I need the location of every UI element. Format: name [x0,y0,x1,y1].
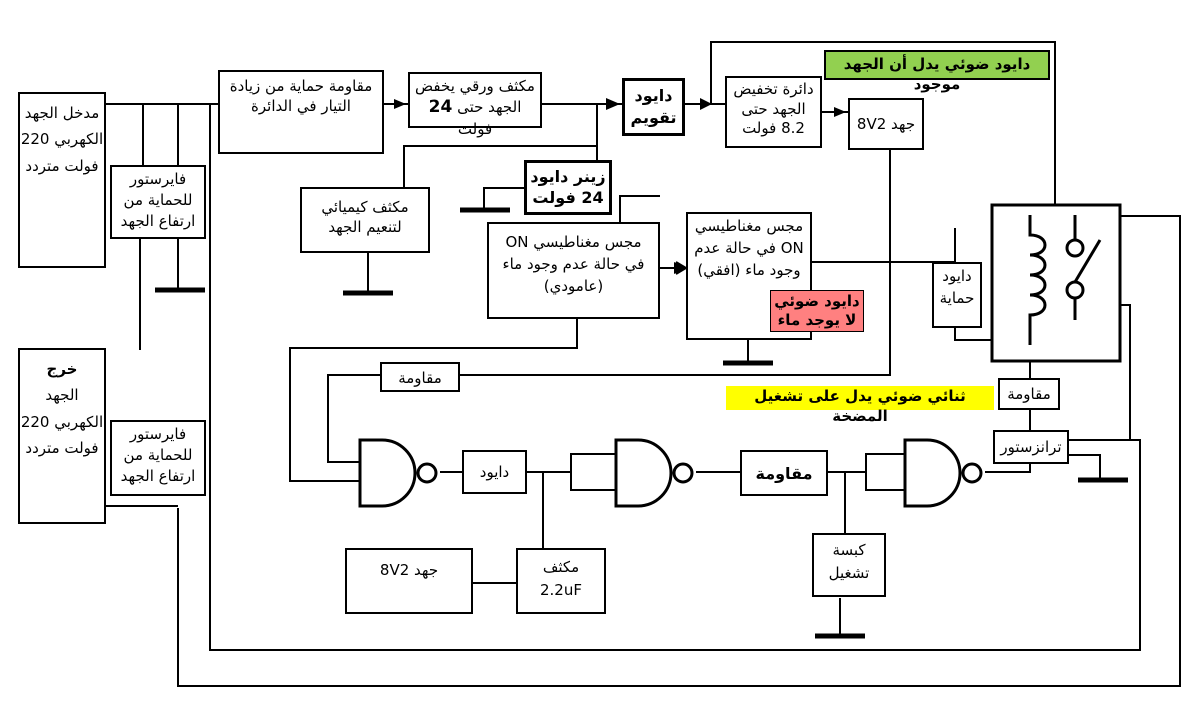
voltage-8v2-top-label: جهد 8V2 [856,115,916,133]
wire-transistor-ground [1068,454,1101,480]
input-supply-block: مدخل الجهد الكهربي 220 فولت متردد [18,92,106,268]
relay-contact-bottom-icon [1065,280,1085,300]
wire-8v2-down [445,150,891,376]
output-supply-label: الجهد الكهربي 220 فولت متردد [20,386,104,457]
sensor-horizontal-label: مجس مغناطيسي ON في حالة عدم وجود ماء (اف… [694,217,804,279]
wire-nand3-b [865,472,905,491]
zener-diode-block: زينر دايود 24 فولت [524,160,612,215]
arrow-4 [834,107,846,117]
sensor-vertical-block: مجس مغناطيسي ON في حالة عدم وجود ماء (عا… [487,222,660,319]
step-down-l1: دائرة تخفيض [733,80,814,98]
rectifier-diode-l2: تقويم [630,107,677,127]
protect-diode-block: دايود حماية [932,262,982,328]
arrow-1 [394,99,406,109]
pump-led-tag: ثنائي ضوئي يدل على تشغيل المضخة [726,386,994,425]
wire-nand3-transistor [985,460,1031,473]
wire-res-nand1 [327,374,380,463]
paper-cap-block: مكثف ورقي يخفض الجهد حتى 24 فولت [408,72,542,138]
wire-zener-ground [483,187,524,210]
nand-bubble-3 [961,462,983,484]
flow-arrows [394,98,846,274]
wire-chemcap-top [403,145,597,188]
output-supply-block: خرج الجهد الكهربي 220 فولت متردد [18,348,106,524]
relay-coil-icon [1028,215,1047,345]
input-supply-label: مدخل الجهد الكهربي 220 فولت متردد [20,104,104,175]
cap-2uf-block: مكثف 2.2uF [516,548,606,614]
paper-cap-unit: فولت [457,120,493,139]
zener-l2: 24 فولت [532,187,604,207]
varistor-top-block: فايرستور للحماية من ارتفاع الجهد [110,165,206,239]
wire-diode-nand2 [527,453,616,473]
cap-2uf-l2: 2.2uF [540,581,582,600]
resistor-mid-block: مقاومة [740,450,828,496]
wire-sensor-nand1 [289,318,578,482]
varistor-top-label: فايرستور للحماية من ارتفاع الجهد [120,170,196,230]
relay-contact-top-icon [1065,238,1085,258]
wire-outer-loop [177,215,1181,687]
small-diode-label: دايود [479,463,510,481]
protect-resistor-block: مقاومة حماية من زيادة التيار في الدائرة [218,70,384,154]
resistor-right-label: مقاومة [1007,385,1051,403]
nand-gate-2 [614,438,673,508]
small-diode-block: دايود [462,450,527,494]
rectifier-diode-block: دايود تقويم [622,78,685,136]
voltage-present-led-label: دايود ضوئي يدل أن الجهد موجود [843,55,1031,93]
resistor-right-block: مقاومة [998,378,1060,410]
step-down-l2: الجهد حتى [741,99,806,118]
resistor-top-block: مقاومة [380,362,460,392]
wire-top-bus [710,41,1056,205]
nand-bubble-2 [672,462,694,484]
varistor-bottom-label: فايرستور للحماية من ارتفاع الجهد [120,425,196,485]
relay-body [990,203,1122,363]
wire-res-nand3 [828,453,905,473]
pump-led-label: ثنائي ضوئي يدل على تشغيل المضخة [754,387,966,425]
wire-nand2-b [570,472,616,491]
arrow-5 [674,262,686,274]
nand-bubble-1 [416,462,438,484]
nand-gates [358,438,983,508]
paper-cap-line1: مكثف ورقي يخفض [415,77,535,95]
cap-2uf-l1: مكثف [542,558,580,576]
arrow-2 [606,98,620,110]
rectifier-diode-l1: دايود [634,86,673,105]
output-supply-title: خرج [46,360,78,378]
voltage-present-led-tag: دايود ضوئي يدل أن الجهد موجود [824,50,1050,93]
voltage-8v2-top-block: جهد 8V2 [848,98,924,150]
relay-switch-arm-icon [1073,239,1102,283]
wire-sensor-v-top [619,195,660,222]
start-button-block: كبسة تشغيل [812,533,886,597]
resistor-top-label: مقاومة [398,369,442,387]
arrow-3 [700,98,712,110]
chem-cap-label: مكثف كيميائي لتنعيم الجهد [321,198,409,237]
relay [990,203,1122,363]
voltage-8v2-bottom-label: جهد 8V2 [379,561,439,579]
protect-resistor-label: مقاومة حماية من زيادة التيار في الدائرة [229,77,373,116]
wire-left-bus [209,104,1141,651]
chem-cap-block: مكثف كيميائي لتنعيم الجهد [300,187,430,253]
protect-diode-label: دايود حماية [939,267,975,307]
no-water-led-tag: دايود ضوئي لا يوجد ماء [770,290,864,332]
nand-gate-3 [903,438,962,508]
transistor-label: ترانزستور [1000,438,1062,456]
varistor-bottom-block: فايرستور للحماية من ارتفاع الجهد [110,420,206,496]
transistor-block: ترانزستور [993,430,1069,464]
resistor-mid-label: مقاومة [755,464,813,483]
zener-l1: زينر دايود [530,167,606,186]
nand-gate-1 [358,438,417,508]
arrow-sensor-link [675,261,687,275]
step-down-l3: 8.2 فولت [742,119,805,137]
voltage-8v2-bottom-block: جهد 8V2 [345,548,473,614]
sensor-vertical-label: مجس مغناطيسي ON في حالة عدم وجود ماء (عا… [502,233,645,295]
paper-cap-prefix: الجهد حتى [457,98,522,117]
start-button-label: كبسة تشغيل [828,541,870,582]
paper-cap-value: 24 [428,97,453,118]
step-down-block: دائرة تخفيض الجهد حتى 8.2 فولت [725,76,822,148]
no-water-led-label: دايود ضوئي لا يوجد ماء [774,292,860,329]
